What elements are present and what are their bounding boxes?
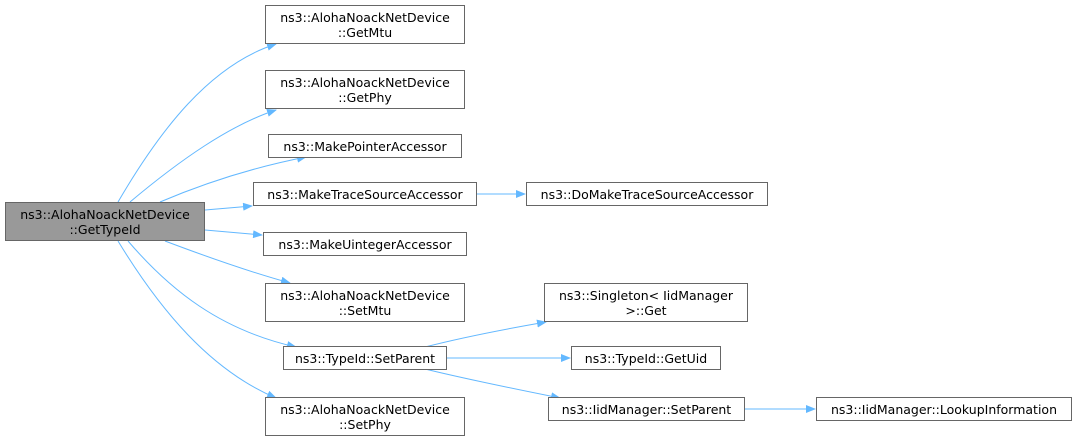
edge-root-to-get-phy — [129, 108, 277, 203]
node-root-get-typeid[interactable]: ns3::AlohaNoackNetDevice ::GetTypeId — [5, 202, 205, 241]
node-make-pointer-accessor-label: ns3::MakePointerAccessor — [283, 138, 447, 154]
node-iidmanager-lookup-information[interactable]: ns3::IidManager::LookupInformation — [816, 397, 1072, 421]
node-get-phy-line1: ns3::AlohaNoackNetDevice — [280, 74, 450, 90]
edge-set-parent-to-iidmanager-set-parent — [424, 368, 561, 401]
node-set-mtu-line2: ::SetMtu — [338, 302, 392, 318]
node-root-line2: ::GetTypeId — [69, 221, 141, 237]
edge-root-to-set-mtu — [164, 240, 291, 285]
node-typeid-set-parent[interactable]: ns3::TypeId::SetParent — [283, 346, 447, 370]
edge-root-to-make-uinteger-accessor — [204, 229, 263, 239]
node-do-make-trace-source-accessor[interactable]: ns3::DoMakeTraceSourceAccessor — [526, 182, 768, 206]
node-set-phy-line1: ns3::AlohaNoackNetDevice — [280, 401, 450, 417]
node-set-phy-line2: ::SetPhy — [339, 416, 391, 432]
edge-root-to-set-phy — [117, 240, 277, 399]
node-singleton-get-line1: ns3::Singleton< IidManager — [558, 287, 734, 303]
node-get-phy-line2: ::GetPhy — [338, 89, 392, 105]
node-get-mtu-line1: ns3::AlohaNoackNetDevice — [280, 9, 450, 25]
node-iidmanager-set-parent[interactable]: ns3::IidManager::SetParent — [548, 397, 745, 421]
node-iidmanager-lookup-information-label: ns3::IidManager::LookupInformation — [830, 401, 1057, 417]
node-typeid-get-uid[interactable]: ns3::TypeId::GetUid — [571, 346, 721, 370]
node-get-mtu[interactable]: ns3::AlohaNoackNetDevice ::GetMtu — [265, 5, 465, 44]
node-get-mtu-line2: ::GetMtu — [337, 24, 393, 40]
edge-set-parent-to-singleton-get — [424, 319, 547, 348]
node-make-pointer-accessor[interactable]: ns3::MakePointerAccessor — [268, 134, 462, 158]
edge-root-to-make-trace-source-accessor — [204, 202, 253, 211]
node-iidmanager-set-parent-label: ns3::IidManager::SetParent — [561, 401, 732, 417]
node-make-uinteger-accessor-label: ns3::MakeUintegerAccessor — [278, 236, 452, 252]
node-set-mtu[interactable]: ns3::AlohaNoackNetDevice ::SetMtu — [265, 283, 465, 322]
node-typeid-get-uid-label: ns3::TypeId::GetUid — [584, 350, 708, 366]
node-do-make-trace-source-accessor-label: ns3::DoMakeTraceSourceAccessor — [540, 186, 754, 202]
node-typeid-set-parent-label: ns3::TypeId::SetParent — [294, 350, 436, 366]
node-make-uinteger-accessor[interactable]: ns3::MakeUintegerAccessor — [263, 232, 467, 256]
node-root-line1: ns3::AlohaNoackNetDevice — [20, 206, 190, 222]
node-singleton-get[interactable]: ns3::Singleton< IidManager >::Get — [544, 283, 748, 322]
edge-root-to-get-mtu — [117, 42, 277, 203]
node-get-phy[interactable]: ns3::AlohaNoackNetDevice ::GetPhy — [265, 70, 465, 109]
edge-root-to-typeid-set-parent — [127, 240, 297, 349]
edge-root-to-make-pointer-accessor — [159, 154, 307, 203]
node-set-mtu-line1: ns3::AlohaNoackNetDevice — [280, 287, 450, 303]
node-set-phy[interactable]: ns3::AlohaNoackNetDevice ::SetPhy — [265, 397, 465, 436]
node-make-trace-source-accessor-label: ns3::MakeTraceSourceAccessor — [267, 186, 463, 202]
node-singleton-get-line2: >::Get — [625, 302, 667, 318]
node-make-trace-source-accessor[interactable]: ns3::MakeTraceSourceAccessor — [253, 182, 477, 206]
